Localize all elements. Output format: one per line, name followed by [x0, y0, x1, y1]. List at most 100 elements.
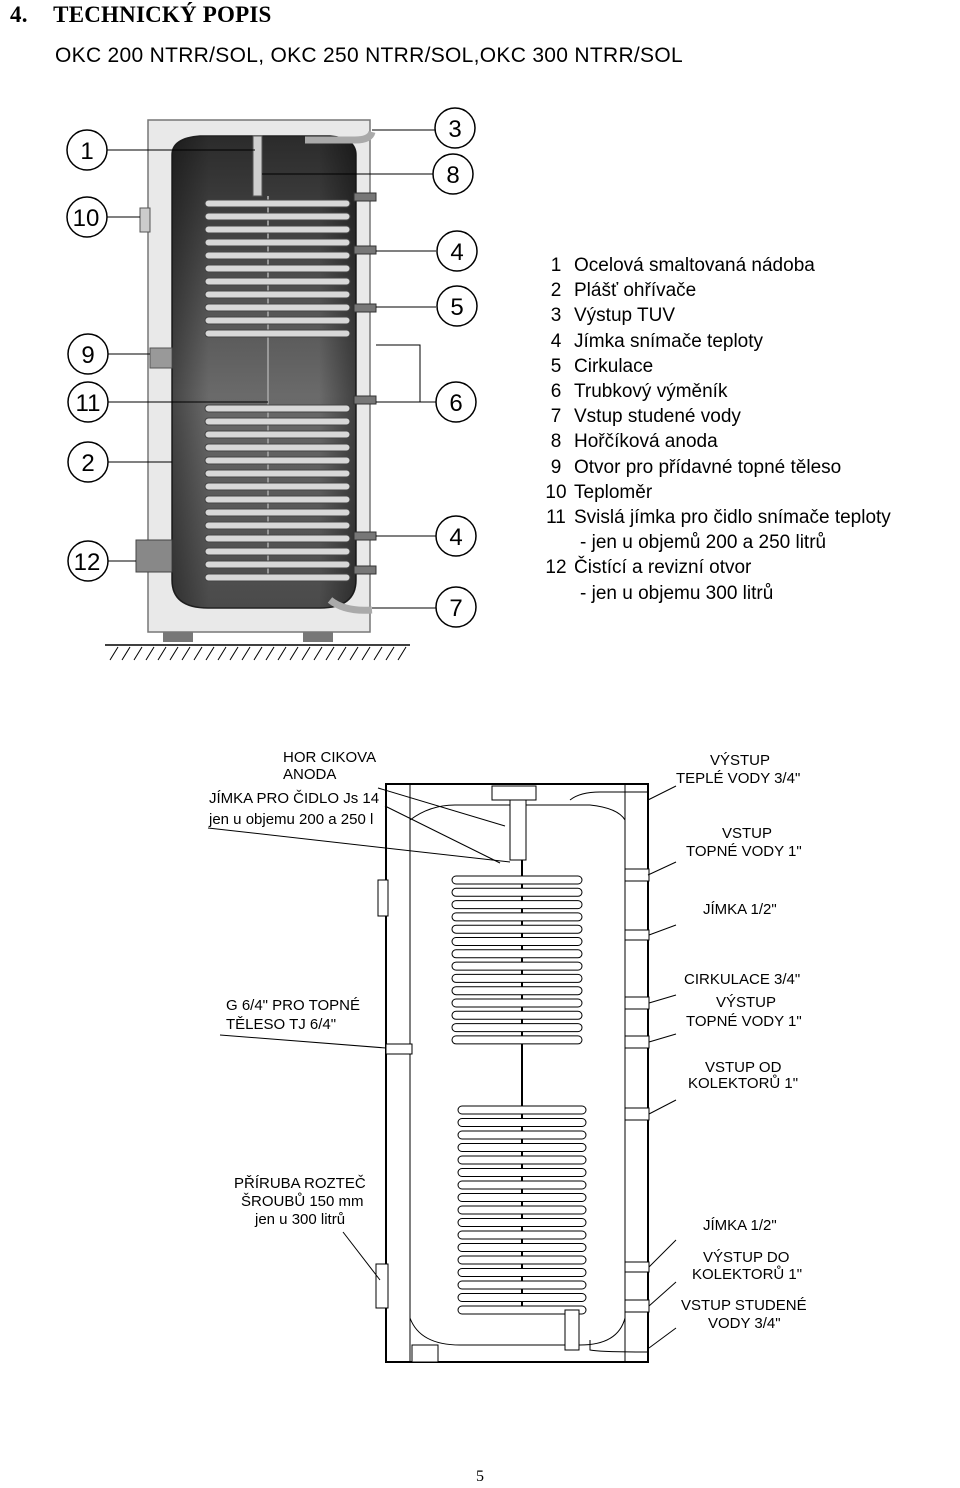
- legend-note: - jen u objemu 300 litrů: [580, 582, 774, 604]
- coil-winding: [204, 238, 351, 247]
- coil-winding: [457, 1255, 587, 1265]
- pipe-stub: [624, 1261, 650, 1273]
- pipe-stub: [353, 303, 377, 313]
- section-heading: 4. TECHNICKÝ POPIS: [10, 2, 272, 28]
- coil-winding: [457, 1155, 587, 1165]
- coil-winding: [457, 1243, 587, 1252]
- label-heating-in-1: VSTUP: [722, 825, 772, 842]
- thermometer-socket: [139, 207, 151, 233]
- label-collector-in-1: VSTUP OD: [705, 1059, 782, 1076]
- pipe-stub: [624, 929, 650, 941]
- hatch-stroke: [205, 646, 215, 661]
- svg-text:3: 3: [448, 116, 461, 143]
- lower-leader-lines: [207, 785, 677, 1349]
- hatch-stroke: [385, 646, 395, 661]
- coil-winding: [204, 199, 351, 208]
- pipe-stub: [353, 531, 377, 541]
- lower-heat-exchanger-coil: [204, 404, 351, 582]
- callout-7: 7: [435, 586, 477, 628]
- coil-winding: [457, 1268, 587, 1277]
- svg-text:2: 2: [81, 450, 94, 477]
- label-hot-out-2: TEPLÉ VODY 3/4": [676, 770, 800, 787]
- hatch-stroke: [217, 646, 227, 661]
- hatch-stroke: [349, 646, 359, 661]
- coil-winding: [451, 961, 583, 971]
- label-collector-out-2: KOLEKTORŮ 1": [692, 1265, 802, 1283]
- coil-winding: [457, 1280, 587, 1290]
- pipe-stub: [624, 996, 650, 1010]
- pipe-stub: [353, 395, 377, 405]
- hatch-stroke: [181, 646, 191, 661]
- label-heating-out-2: TOPNÉ VODY 1": [686, 1013, 802, 1030]
- page-number: 5: [476, 1468, 484, 1485]
- pipe-stub: [353, 565, 377, 575]
- coil-winding: [457, 1230, 587, 1240]
- coil-winding: [451, 900, 583, 910]
- label-hot-out-1: VÝSTUP: [710, 752, 770, 769]
- coil-winding: [451, 949, 583, 959]
- callout-3: 3: [434, 107, 476, 149]
- coil-winding: [451, 875, 583, 885]
- hatch-stroke: [361, 646, 371, 661]
- hatch-stroke: [109, 646, 119, 661]
- pipe-stub: [624, 1035, 650, 1049]
- coil-winding: [204, 430, 351, 439]
- svg-text:5: 5: [450, 294, 463, 321]
- coil-winding: [204, 560, 351, 569]
- section-title: TECHNICKÝ POPIS: [53, 2, 272, 27]
- coil-winding: [204, 290, 351, 299]
- lower-heat-exchanger-coil: [457, 1105, 587, 1315]
- callout-6: 6: [435, 381, 477, 423]
- coil-winding: [204, 521, 351, 530]
- coil-winding: [204, 547, 351, 556]
- models-title: OKC 200 NTRR/SOL, OKC 250 NTRR/SOL,OKC 3…: [55, 44, 683, 67]
- svg-text:12: 12: [74, 549, 101, 576]
- hatch-stroke: [277, 646, 287, 661]
- hatch-stroke: [289, 646, 299, 661]
- coil-winding: [204, 212, 351, 221]
- hatch-stroke: [253, 646, 263, 661]
- coil-winding: [451, 937, 583, 946]
- label-cold-in-2: VODY 3/4": [708, 1315, 781, 1332]
- label-screw-pitch-1: PŘÍRUBA ROZTEČ: [234, 1175, 366, 1192]
- coil-winding: [204, 482, 351, 491]
- legend-note: - jen u objemů 200 a 250 litrů: [580, 532, 827, 554]
- callout-4-bottom: 4: [435, 515, 477, 557]
- callout-11: 11: [67, 381, 109, 423]
- label-circulation: CIRKULACE 3/4": [684, 971, 800, 988]
- upper-drawing: 1 10 9 11 2 12 3 8 4 5 6 4 7: [66, 107, 478, 661]
- hatch-stroke: [313, 646, 323, 661]
- coil-winding: [204, 251, 351, 260]
- coil-winding: [204, 329, 351, 338]
- svg-text:4: 4: [450, 239, 463, 266]
- section-number: 4.: [10, 2, 28, 27]
- coil-winding: [457, 1193, 587, 1202]
- coil-winding: [204, 303, 351, 312]
- anode-rod: [509, 799, 527, 861]
- hatch-stroke: [325, 646, 335, 661]
- coil-winding: [204, 508, 351, 517]
- label-well-top: JÍMKA 1/2": [703, 901, 777, 918]
- coil-winding: [457, 1130, 587, 1140]
- callout-circles: 1 10 9 11 2 12 3 8 4 5 6 4 7: [66, 107, 478, 628]
- inspection-flange: [135, 539, 173, 573]
- coil-winding: [451, 1010, 583, 1020]
- callout-10: 10: [66, 196, 108, 238]
- callout-9: 9: [67, 333, 109, 375]
- hatch-stroke: [157, 646, 167, 661]
- hatch-stroke: [133, 646, 143, 661]
- svg-text:4: 4: [449, 524, 462, 551]
- hatch-stroke: [229, 646, 239, 661]
- coil-winding: [451, 998, 583, 1008]
- pipe-stub: [624, 1107, 650, 1121]
- coil-winding: [451, 924, 583, 934]
- coil-winding: [204, 277, 351, 286]
- svg-text:1: 1: [80, 138, 93, 165]
- label-heating-out-1: VÝSTUP: [716, 994, 776, 1011]
- heater-port: [149, 347, 173, 369]
